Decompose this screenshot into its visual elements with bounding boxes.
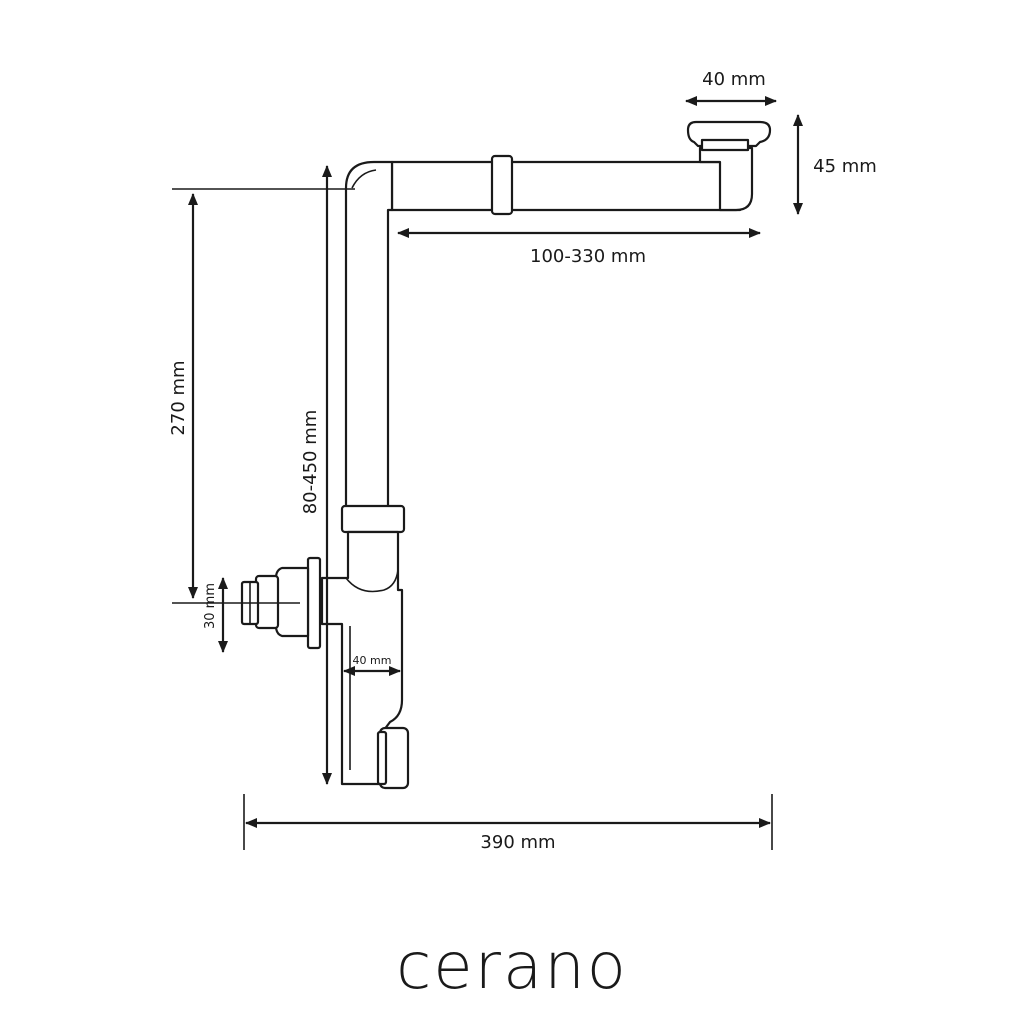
label-trap-width: 40 mm	[353, 654, 392, 667]
label-overall-width: 390 mm	[480, 832, 555, 853]
trap-nut	[340, 504, 406, 534]
outlet-nut	[274, 566, 310, 638]
siphon-pipe	[240, 120, 772, 790]
brand-logo: cerano	[396, 930, 628, 1004]
label-drop-height: 270 mm	[168, 360, 189, 435]
left-elbow	[344, 160, 394, 514]
outlet-socket	[254, 574, 280, 630]
trap-body	[320, 530, 404, 786]
arm-sleeve	[490, 154, 514, 216]
dimension-arrows	[188, 96, 803, 828]
wall-flange	[306, 556, 322, 650]
label-outlet: 30 mm	[203, 583, 218, 629]
horizontal-arm	[390, 160, 742, 212]
label-top-height: 45 mm	[813, 156, 877, 177]
label-horizontal-reach: 100-330 mm	[530, 246, 646, 267]
label-top-width: 40 mm	[702, 69, 766, 90]
label-vertical-range: 80-450 mm	[300, 410, 321, 515]
extension-lines	[172, 188, 773, 850]
top-elbow	[698, 146, 754, 212]
dimension-labels: 40 mm 45 mm 100-330 mm 270 mm 80-450 mm …	[168, 69, 877, 853]
